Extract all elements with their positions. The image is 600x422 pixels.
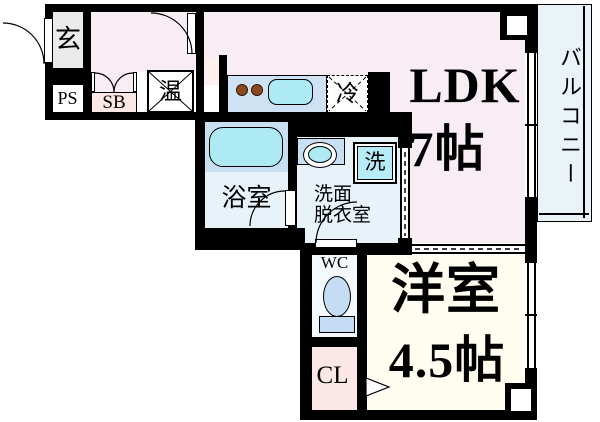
entrance-door-arc-icon	[2, 22, 45, 65]
balcony-rail-line	[583, 6, 585, 218]
hallway-floor-2	[91, 72, 137, 92]
cubby-pink	[204, 58, 219, 85]
vanity-sink-bowl-icon	[308, 146, 332, 163]
western-room-size-label: 4.5帖	[388, 332, 506, 388]
wall-right-mid	[525, 197, 537, 263]
washroom-slider-line	[400, 148, 402, 238]
ldk-label: LDK	[409, 57, 521, 113]
western-room-label: 洋室	[391, 260, 501, 320]
ldk-floor-top	[204, 12, 525, 75]
cubby-white	[204, 85, 219, 112]
stove-burner-icon	[236, 84, 248, 96]
wall-door-head	[398, 137, 412, 148]
entrance-door-leaf	[44, 18, 53, 63]
ldk-floor-main	[390, 75, 525, 243]
wc-door-leaf	[315, 239, 357, 248]
gap-floor	[137, 72, 147, 113]
western-window-tick	[525, 314, 537, 316]
bath-door-leaf	[285, 190, 296, 226]
closet-floor	[312, 347, 357, 410]
balcony-floor	[537, 4, 592, 222]
wall-wc-right	[357, 250, 367, 420]
washroom-label-line1: 洗面	[314, 184, 353, 205]
stove-burner-icon	[251, 84, 263, 96]
wall-bath-left	[195, 113, 205, 250]
wall-cubby-right	[219, 55, 227, 120]
wc-label: WC	[320, 253, 349, 272]
fridge-label: 冷	[336, 81, 359, 106]
ps-floor	[53, 85, 83, 112]
wall-wc-cl-divider	[312, 337, 357, 347]
washer-space	[353, 142, 397, 184]
washroom-label-line2: 脱衣室	[314, 205, 372, 226]
wall-bath-right	[288, 122, 297, 250]
kitchen-sink-icon	[268, 79, 313, 105]
toilet-bowl-icon	[323, 276, 351, 317]
washroom-slider-line	[408, 148, 410, 238]
hall-door-leaf	[187, 13, 196, 54]
wall-entrance-ps	[45, 68, 83, 85]
wall-hall-stub	[196, 12, 204, 120]
ldk-size-label: 7帖	[408, 121, 486, 177]
entrance-label: 玄	[54, 25, 81, 54]
bathroom-label: 浴室	[221, 185, 272, 212]
washer-label: 洗	[364, 150, 386, 174]
pillar-top-right-core	[507, 16, 527, 35]
hallway-floor	[91, 12, 196, 72]
western-room-floor	[367, 255, 525, 410]
sb-door-leaf	[91, 72, 95, 92]
wall-band	[288, 120, 412, 137]
ldk-western-slider-line	[412, 244, 525, 246]
wall-strip-bottom	[45, 112, 230, 120]
sb-door-leaf	[133, 72, 137, 92]
washroom-label: 洗面 脱衣室	[314, 184, 404, 226]
entrance-floor	[53, 12, 83, 68]
closet-label: CL	[316, 362, 349, 389]
bathtub-icon	[209, 127, 283, 167]
balcony-label: バルコニー	[557, 45, 582, 191]
pillar-bottom-right-core	[511, 389, 531, 411]
wall-wc-left	[300, 250, 312, 420]
toilet-tank-icon	[319, 316, 355, 333]
wall-bottom	[300, 410, 537, 420]
balcony-window-tick	[525, 124, 537, 126]
wall-bath-bottom	[195, 228, 305, 250]
wall-fridge-right	[368, 72, 390, 115]
sb-label: SB	[102, 92, 126, 113]
wall-kitchen-bottom	[195, 112, 412, 122]
ps-label: PS	[57, 88, 78, 108]
wall-top	[45, 4, 537, 12]
balcony-rail-line	[539, 213, 589, 215]
heater-label: 温	[159, 79, 182, 104]
wall-entrance-right	[83, 12, 91, 120]
ldk-western-slider-line	[412, 252, 525, 254]
